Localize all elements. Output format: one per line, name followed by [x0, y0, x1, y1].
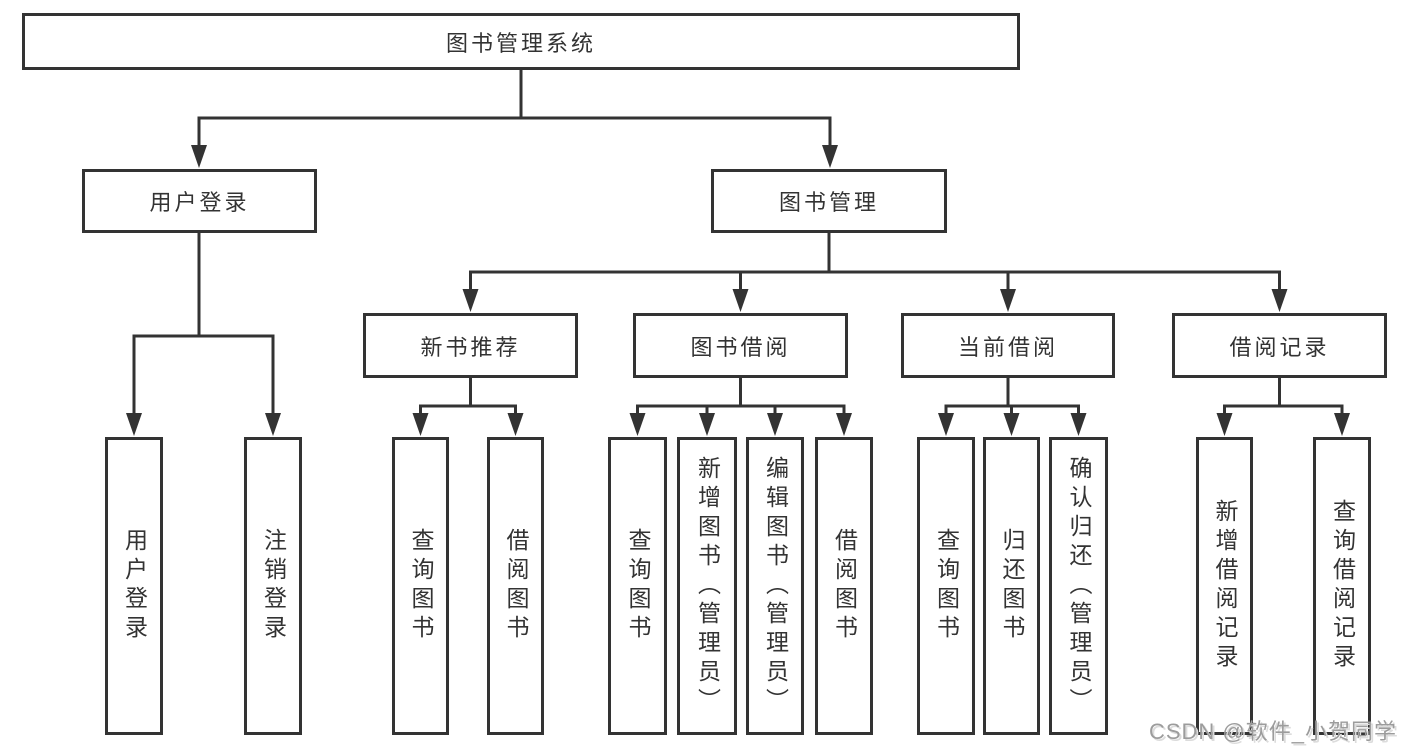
- leaf-label: 归还图书: [999, 528, 1025, 644]
- leaf-query-borrow-record: 查询借阅记录: [1313, 437, 1371, 735]
- leaf-borrow-books: 借阅图书: [815, 437, 873, 735]
- connector-current-to-leaves: [944, 378, 1080, 413]
- arrowhead-icon: [126, 413, 142, 436]
- leaf-user-login: 用户登录: [105, 437, 163, 735]
- node-book-management: 图书管理: [711, 169, 947, 233]
- connector-records-to-leaves: [1223, 378, 1344, 413]
- watermark: CSDN @软件_小贺同学: [1148, 719, 1397, 744]
- leaf-return-books: 归还图书: [983, 437, 1040, 735]
- leaf-query-books: 查询图书: [392, 437, 449, 735]
- arrowhead-icon: [1334, 413, 1350, 436]
- leaf-label: 注销登录: [260, 528, 287, 644]
- leaf-label: 编辑图书（管理员）: [762, 455, 789, 717]
- connector-borrow-to-leaves: [636, 378, 846, 413]
- leaf-confirm-return-admin: 确认归还（管理员）: [1049, 437, 1108, 735]
- leaf-label: 借阅图书: [831, 528, 858, 644]
- leaf-label: 新增图书（管理员）: [694, 455, 721, 717]
- arrowhead-icon: [629, 413, 646, 436]
- arrowhead-icon: [767, 413, 783, 436]
- node-new-book-recommend: 新书推荐: [363, 313, 578, 378]
- node-book-borrow: 图书借阅: [633, 313, 848, 378]
- leaf-query-books: 查询图书: [608, 437, 667, 735]
- arrowhead-icon: [732, 289, 749, 312]
- node-current-borrow: 当前借阅: [901, 313, 1115, 378]
- leaf-label: 用户登录: [121, 528, 148, 644]
- leaf-query-books: 查询图书: [917, 437, 975, 735]
- arrowhead-icon: [462, 289, 479, 312]
- leaf-label: 查询图书: [625, 528, 651, 644]
- leaf-label: 借阅图书: [503, 528, 529, 644]
- leaf-label: 确认归还（管理员）: [1066, 455, 1092, 717]
- node-borrow-records: 借阅记录: [1172, 313, 1387, 378]
- arrowhead-icon: [1271, 289, 1288, 312]
- connector-userlogin-to-leaves: [132, 233, 275, 413]
- node-user-login: 用户登录: [82, 169, 317, 233]
- leaf-edit-books-admin: 编辑图书（管理员）: [746, 437, 804, 735]
- leaf-label: 查询图书: [408, 528, 434, 644]
- connector-newbooks-to-leaves: [419, 378, 517, 413]
- leaf-label: 查询借阅记录: [1329, 499, 1356, 673]
- leaf-add-borrow-record: 新增借阅记录: [1196, 437, 1253, 735]
- arrowhead-icon: [836, 413, 852, 436]
- arrowhead-icon: [699, 413, 715, 436]
- arrowhead-icon: [412, 413, 429, 436]
- arrowhead-icon: [191, 145, 207, 168]
- leaf-label: 查询图书: [933, 528, 960, 644]
- node-root-system: 图书管理系统: [22, 13, 1020, 70]
- arrowhead-icon: [822, 145, 838, 168]
- arrowhead-icon: [1070, 413, 1087, 436]
- arrowhead-icon: [265, 413, 281, 436]
- connector-root-to-level1: [197, 70, 832, 145]
- arrowhead-icon: [938, 413, 954, 436]
- arrowhead-icon: [1216, 413, 1233, 436]
- arrowhead-icon: [507, 413, 524, 436]
- leaf-label: 新增借阅记录: [1212, 499, 1238, 673]
- leaf-logout: 注销登录: [244, 437, 302, 735]
- leaf-add-books-admin: 新增图书（管理员）: [677, 437, 737, 735]
- arrowhead-icon: [1000, 289, 1016, 312]
- leaf-borrow-books: 借阅图书: [487, 437, 544, 735]
- connector-bookmgmt-to-level2: [469, 233, 1281, 289]
- arrowhead-icon: [1003, 413, 1020, 436]
